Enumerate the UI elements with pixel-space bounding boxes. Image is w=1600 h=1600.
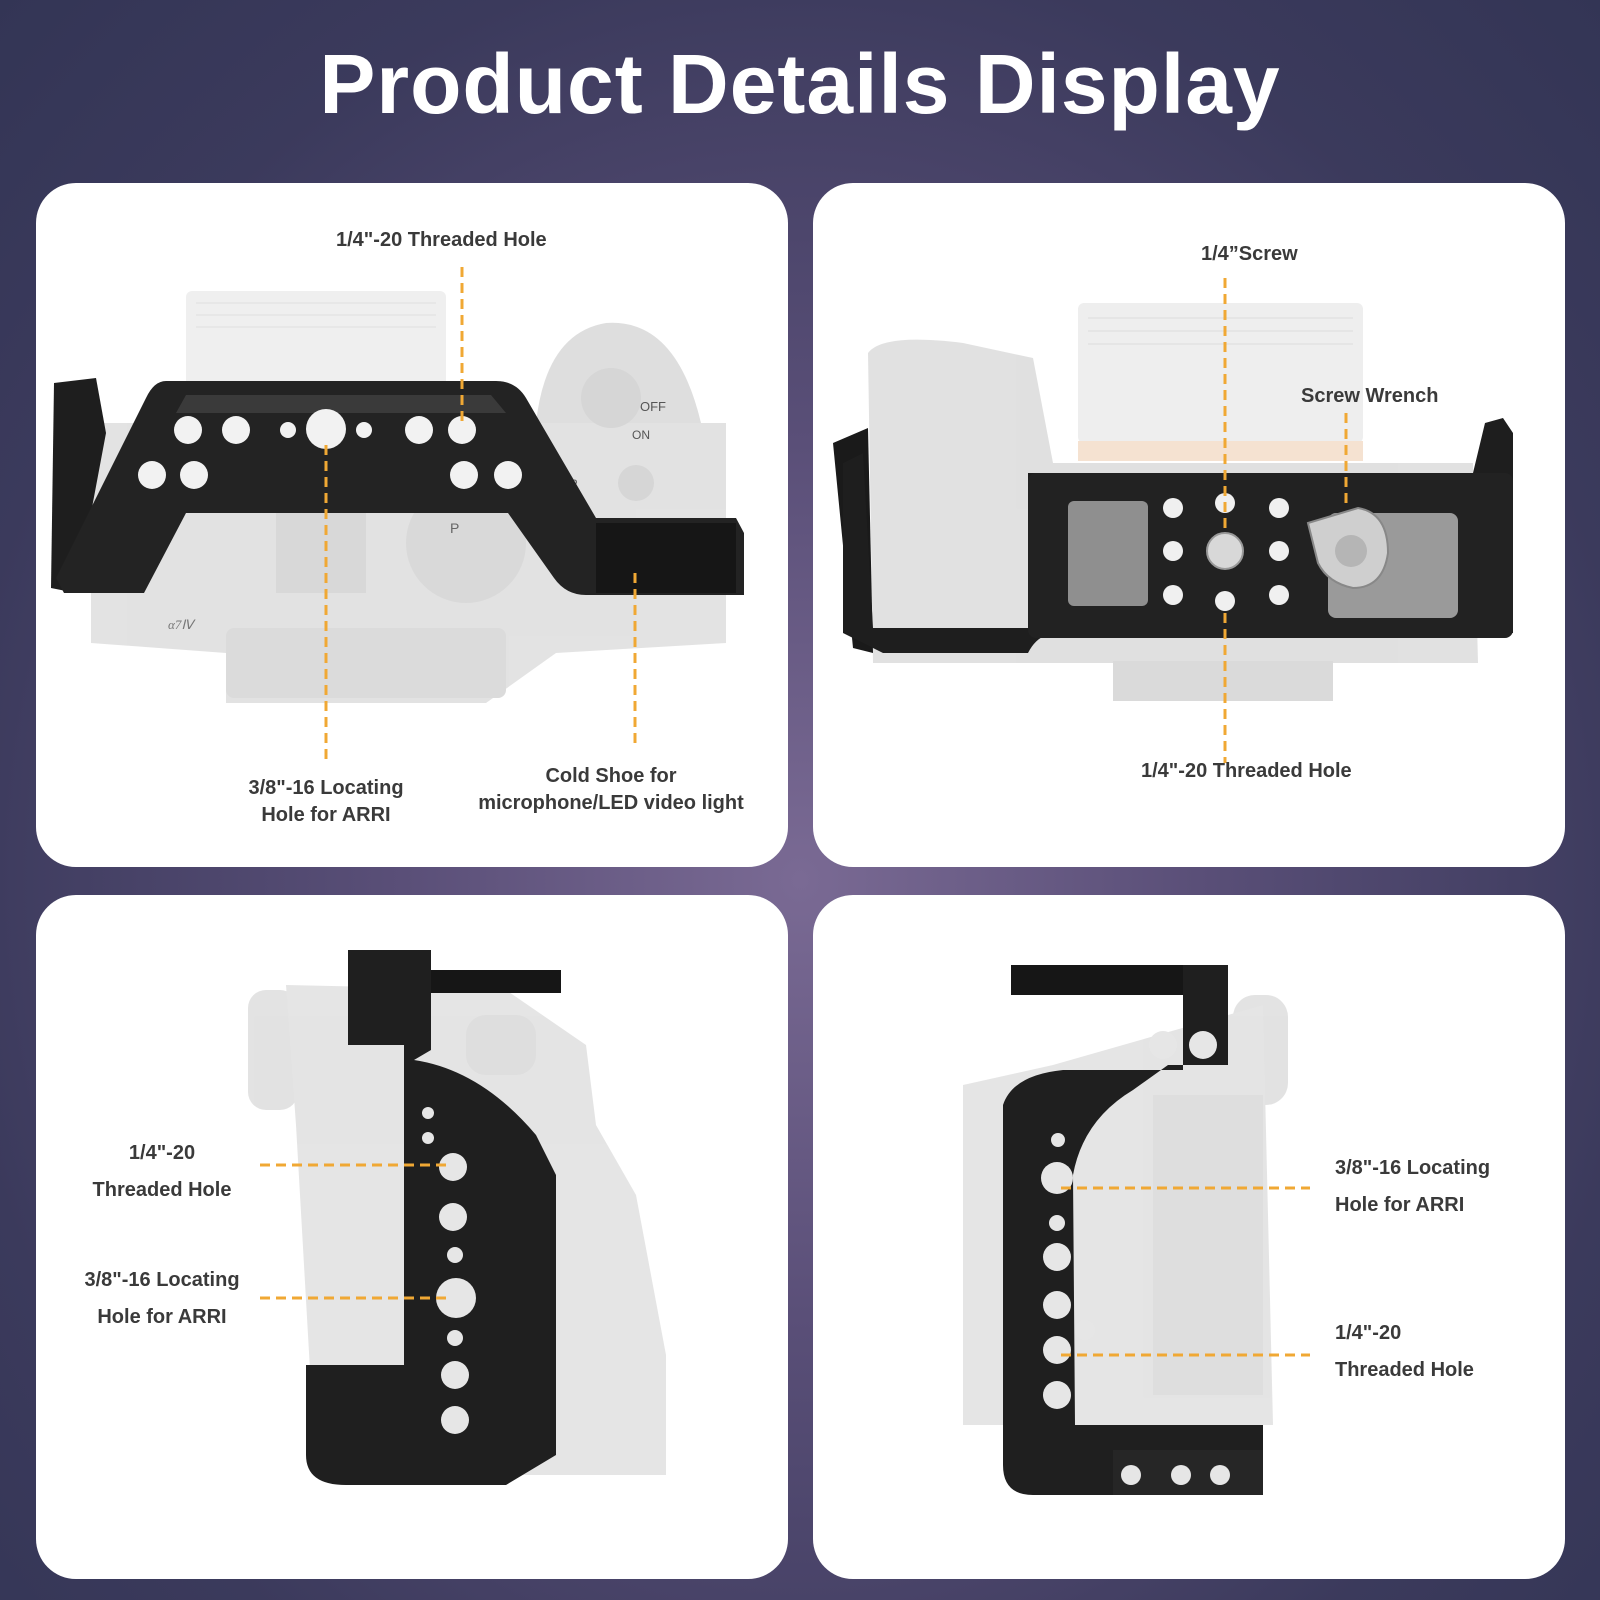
label-right-hole-line1: 1/4"-20 — [1335, 1322, 1402, 1344]
cage-side-handle — [306, 950, 561, 1485]
cage-holes — [1041, 1031, 1230, 1485]
label-arri-hole: 3/8"-16 Locating Hole for ARRI — [226, 775, 426, 829]
label-cold-shoe: Cold Shoe for microphone/LED video light — [461, 763, 761, 817]
label-bottom-threaded-hole: 1/4"-20 Threaded Hole — [1141, 760, 1352, 782]
label-left-threaded-hole: 1/4"-20 Threaded Hole — [72, 1135, 252, 1209]
label-left-arri-line2: Hole for ARRI — [97, 1306, 227, 1328]
label-right-hole-line2: Threaded Hole — [1335, 1359, 1474, 1381]
camera-on-text: ON — [632, 428, 650, 442]
panel-left-side-view: 1/4"-20 Threaded Hole 3/8"-16 Locating H… — [36, 895, 788, 1579]
cage-side-handle — [1003, 965, 1263, 1495]
label-screw-wrench: Screw Wrench — [1301, 385, 1439, 407]
cage-holes — [1163, 493, 1289, 611]
label-quarter-screw: 1/4”Screw — [1201, 243, 1298, 265]
panel-bottom-view: 1/4”Screw Screw Wrench 1/4"-20 Threaded … — [813, 183, 1565, 867]
panel-right-side-view: 3/8"-16 Locating Hole for ARRI 1/4"-20 T… — [813, 895, 1565, 1579]
camera-model-text: α7Ⅳ — [168, 617, 196, 632]
label-arri-line1: 3/8"-16 Locating — [248, 777, 404, 799]
page-title: Product Details Display — [319, 37, 1281, 131]
label-right-arri-line2: Hole for ARRI — [1335, 1194, 1465, 1216]
camera-mode-text: P — [450, 520, 459, 536]
cage-holes — [138, 409, 522, 489]
leader-lines — [324, 267, 637, 761]
top-view-illustration: OFF ON C2 P α7Ⅳ — [51, 267, 744, 761]
label-right-arri-hole: 3/8"-16 Locating Hole for ARRI — [1335, 1150, 1490, 1224]
bottom-view-illustration — [833, 278, 1513, 763]
right-side-illustration — [963, 965, 1310, 1495]
label-left-arri-hole: 3/8"-16 Locating Hole for ARRI — [72, 1262, 252, 1336]
left-side-illustration — [248, 950, 666, 1485]
label-cold-shoe-line2: microphone/LED video light — [478, 792, 744, 814]
label-left-hole-line1: 1/4"-20 — [128, 1142, 196, 1164]
camera-off-text: OFF — [640, 399, 666, 414]
label-top-threaded-hole: 1/4"-20 Threaded Hole — [336, 229, 547, 251]
label-cold-shoe-line1: Cold Shoe for — [545, 765, 677, 787]
cage-holes — [422, 1107, 476, 1434]
label-left-hole-line2: Threaded Hole — [92, 1179, 232, 1201]
leader-lines — [1061, 1186, 1310, 1357]
quarter-inch-screw — [1206, 532, 1244, 570]
label-right-threaded-hole: 1/4"-20 Threaded Hole — [1335, 1315, 1474, 1389]
leader-lines — [1223, 278, 1348, 763]
label-arri-line2: Hole for ARRI — [261, 804, 391, 826]
panel-top-view: OFF ON C2 P α7Ⅳ — [36, 183, 788, 867]
label-left-arri-line1: 3/8"-16 Locating — [84, 1269, 240, 1291]
label-right-arri-line1: 3/8"-16 Locating — [1335, 1157, 1491, 1179]
